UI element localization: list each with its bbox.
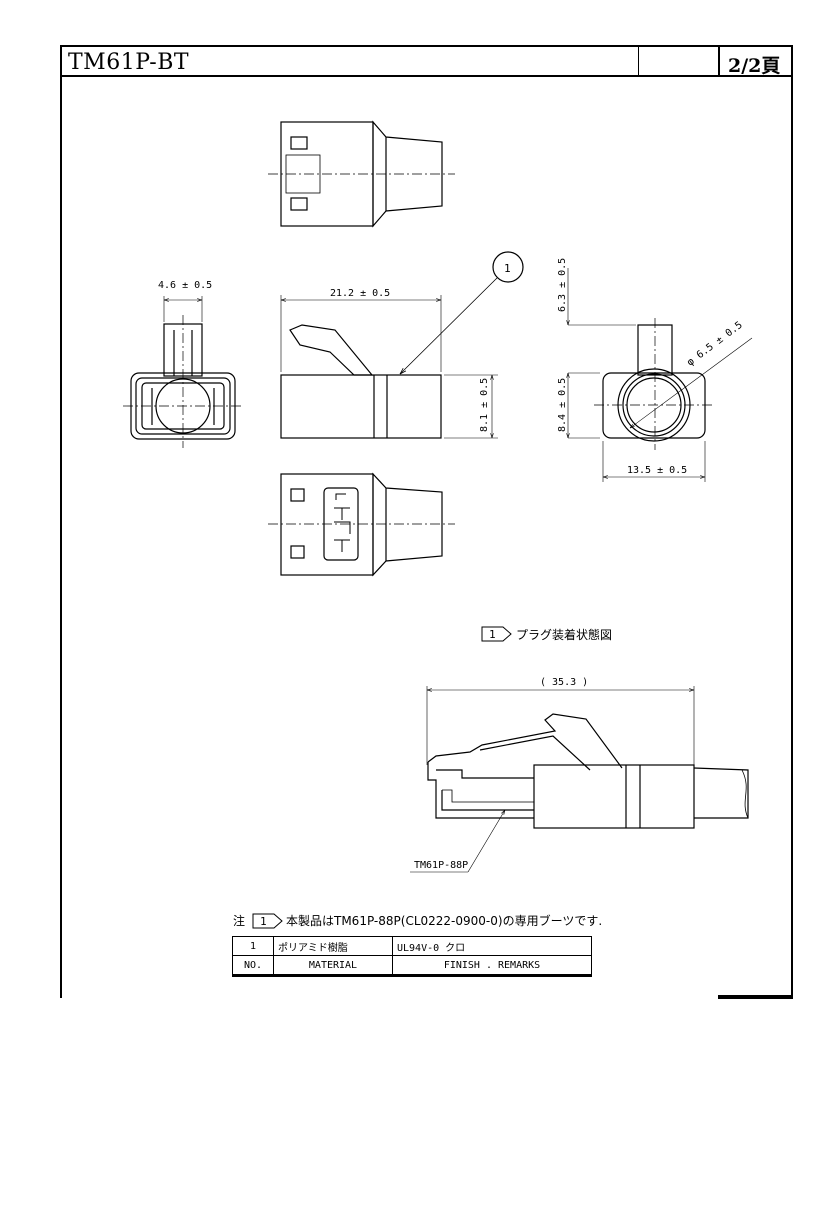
dim-height: 8.1 ± 0.5 <box>479 378 490 432</box>
note-marker <box>252 913 283 929</box>
title-block: TM61P-BT 2/2頁 <box>60 45 793 77</box>
note-marker-number: 1 <box>260 915 267 928</box>
bom-cell-material: ポリアミド樹脂 <box>273 936 393 956</box>
dim-diameter: φ 6.5 ± 0.5 <box>685 320 745 369</box>
callout-number: 1 <box>504 262 511 275</box>
callout-legend <box>481 626 512 642</box>
title-block-blank-cell <box>638 47 718 75</box>
frame-border-left <box>60 76 62 998</box>
bottom-view <box>268 472 455 577</box>
plug-label: TM61P-88P <box>414 860 468 871</box>
bom-header-material: MATERIAL <box>273 955 393 977</box>
dim-overall: ( 35.3 ) <box>540 677 588 688</box>
drawing-title: TM61P-BT <box>68 50 190 75</box>
dim-bottom-width: 13.5 ± 0.5 <box>627 465 687 476</box>
legend-text: プラグ装着状態図 <box>516 627 612 642</box>
table-header-row: NO. MATERIAL FINISH . REMARKS <box>232 955 592 977</box>
frame-corner-mark <box>718 995 793 999</box>
note-prefix: 注 <box>233 913 245 928</box>
bom-header-finish: FINISH . REMARKS <box>392 955 592 977</box>
dim-top-offset: 6.3 ± 0.5 <box>557 258 568 312</box>
dim-width-small: 4.6 ± 0.5 <box>158 280 212 291</box>
legend-marker-number: 1 <box>489 628 496 641</box>
side-view <box>280 251 524 439</box>
bom-cell-no: 1 <box>232 936 274 956</box>
page-number: 2/2頁 <box>728 55 781 77</box>
top-view <box>268 120 455 228</box>
bom-cell-finish: UL94V-0 クロ <box>392 936 592 956</box>
assembly-view <box>410 686 749 873</box>
end-view <box>123 296 243 448</box>
dim-lower-height: 8.4 ± 0.5 <box>557 378 568 432</box>
title-block-page-cell <box>718 47 791 75</box>
dim-length: 21.2 ± 0.5 <box>330 288 390 299</box>
bom-header-no: NO. <box>232 955 274 977</box>
table-row: 1 ポリアミド樹脂 UL94V-0 クロ <box>232 936 592 956</box>
rear-view <box>568 268 753 482</box>
frame-border-right <box>791 76 793 998</box>
bom-table: 1 ポリアミド樹脂 UL94V-0 クロ NO. MATERIAL FINISH… <box>232 936 592 977</box>
note-text: 本製品はTM61P-88P(CL0222-0900-0)の専用ブーツです. <box>286 913 602 928</box>
